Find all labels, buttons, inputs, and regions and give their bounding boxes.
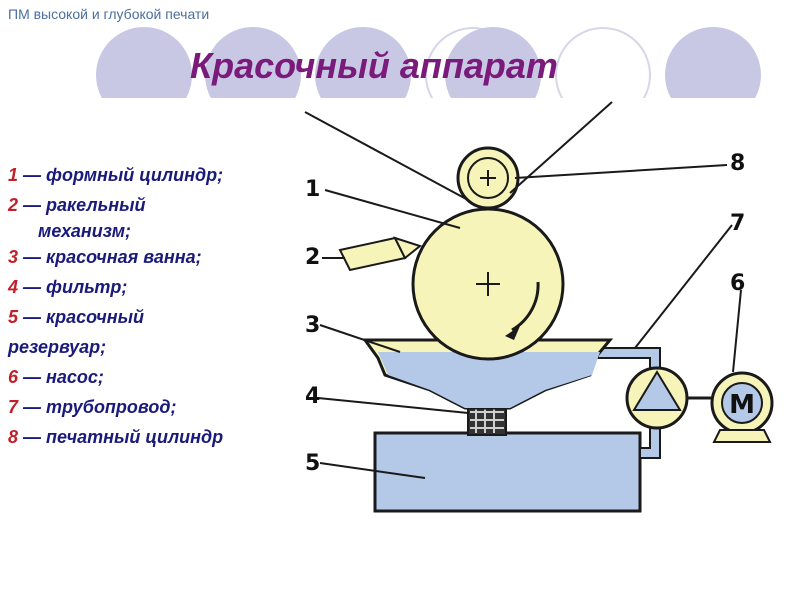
motor-inner (721, 382, 763, 424)
ink-in-trough (378, 352, 600, 408)
legend-item: резервуар; (8, 332, 308, 362)
legend-number: 7 (8, 397, 19, 417)
legend-dash: — (18, 165, 47, 185)
legend-text: ракельный (46, 195, 146, 215)
legend-item: 8 — печатный цилиндр (8, 422, 308, 452)
legend-number: 1 (8, 165, 19, 185)
legend-text: насос; (46, 367, 104, 387)
rotation-arrow (511, 281, 540, 332)
label-7: 7 (730, 211, 745, 236)
legend-dash: — (18, 195, 47, 215)
legend-dash: — (18, 277, 47, 297)
pump-triangle (632, 370, 682, 411)
doctor-blade-tip (393, 236, 423, 260)
label-8: 8 (730, 151, 745, 176)
legend-number: 4 (8, 277, 19, 297)
legend-text-continuation: механизм; (38, 221, 131, 241)
legend-item: 5 — красочный (8, 302, 308, 332)
legend-item: 2 — ракельный механизм; (8, 190, 308, 242)
legend-number: 6 (8, 367, 19, 387)
legend-text: красочная ванна; (46, 247, 202, 267)
ink-reservoir (373, 431, 642, 513)
legend-text: формный цилиндр; (46, 165, 224, 185)
slide-title: Красочный аппарат (190, 45, 558, 86)
legend-dash: — (18, 307, 47, 327)
rotation-arrowhead (505, 326, 520, 340)
filter-mesh (470, 407, 504, 433)
legend-dash: — (18, 247, 47, 267)
legend-item: 7 — трубопровод; (8, 392, 308, 422)
label-1: 1 (305, 177, 320, 202)
paper-web-left (304, 111, 469, 201)
legend-dash: — (18, 367, 47, 387)
paper-web-right (509, 101, 613, 194)
legend-dash: — (18, 427, 47, 447)
legend-number: 3 (8, 247, 19, 267)
motor-base (712, 429, 772, 443)
leader-lines (317, 164, 742, 479)
motor-label: M (729, 390, 755, 420)
legend-dash: — (18, 397, 47, 417)
label-6: 6 (730, 271, 745, 296)
legend-text: резервуар; (8, 337, 107, 357)
legend-item: 3 — красочная ванна; (8, 242, 308, 272)
legend-number: 2 (8, 195, 19, 215)
header-band (0, 98, 800, 128)
label-4: 4 (305, 384, 320, 409)
header-caption: ПМ высокой и глубокой печати (8, 6, 210, 22)
legend-number: 5 (8, 307, 19, 327)
legend-text: фильтр; (46, 277, 128, 297)
label-3: 3 (305, 313, 320, 338)
doctor-blade (338, 236, 407, 272)
label-2: 2 (305, 245, 320, 270)
legend-text: красочный (46, 307, 145, 327)
legend-list: 1 — формный цилиндр; 2 — ракельный механ… (8, 160, 308, 452)
legend-text: печатный цилиндр (46, 427, 224, 447)
legend-number: 8 (8, 427, 19, 447)
label-5: 5 (305, 451, 320, 476)
legend-item: 4 — фильтр; (8, 272, 308, 302)
legend-item: 1 — формный цилиндр; (8, 160, 308, 190)
legend-item: 6 — насос; (8, 362, 308, 392)
legend-text: трубопровод; (46, 397, 177, 417)
